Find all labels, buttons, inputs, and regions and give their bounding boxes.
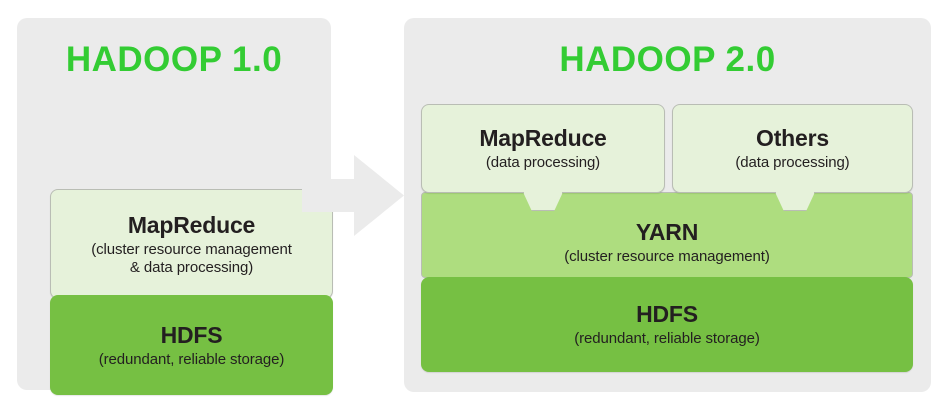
- hadoop-2-mapreduce-subtitle: (data processing): [485, 154, 601, 171]
- hadoop-1-hdfs-box: HDFS (redundant, reliable storage): [50, 295, 333, 395]
- hadoop-1-mapreduce-subtitle-line1: (cluster resource management: [91, 240, 292, 258]
- hadoop-2-hdfs-box: HDFS (redundant, reliable storage): [421, 277, 913, 372]
- hadoop-2-yarn-title: YARN: [635, 218, 699, 245]
- hadoop-1-mapreduce-title: MapReduce: [127, 211, 256, 238]
- hadoop-2-hdfs-title: HDFS: [636, 301, 698, 327]
- hadoop-2-hdfs-subtitle: (redundant, reliable storage): [574, 330, 760, 347]
- hadoop-1-panel: HADOOP 1.0 MapReduce (cluster resource m…: [17, 18, 333, 395]
- hadoop-2-others-box: Others (data processing): [672, 104, 913, 193]
- hadoop-2-yarn-box: YARN (cluster resource management): [421, 192, 913, 278]
- hadoop-2-mapreduce-box: MapReduce (data processing): [421, 104, 665, 193]
- right-arrow-icon: [302, 155, 404, 236]
- hadoop-2-yarn-subtitle: (cluster resource management): [564, 247, 770, 265]
- hadoop-1-title: HADOOP 1.0: [65, 40, 283, 79]
- hadoop-1-mapreduce-box: MapReduce (cluster resource management &…: [50, 189, 333, 299]
- hadoop-2-mapreduce-title: MapReduce: [479, 125, 607, 151]
- hadoop-1-hdfs-title: HDFS: [160, 321, 223, 348]
- hadoop-1-hdfs-subtitle: (redundant, reliable storage): [98, 350, 285, 368]
- hadoop-2-title: HADOOP 2.0: [559, 40, 776, 79]
- hadoop-2-others-subtitle: (data processing): [735, 154, 850, 171]
- hadoop-1-mapreduce-subtitle-line2: & data processing): [129, 258, 254, 276]
- hadoop-2-others-title: Others: [756, 125, 829, 151]
